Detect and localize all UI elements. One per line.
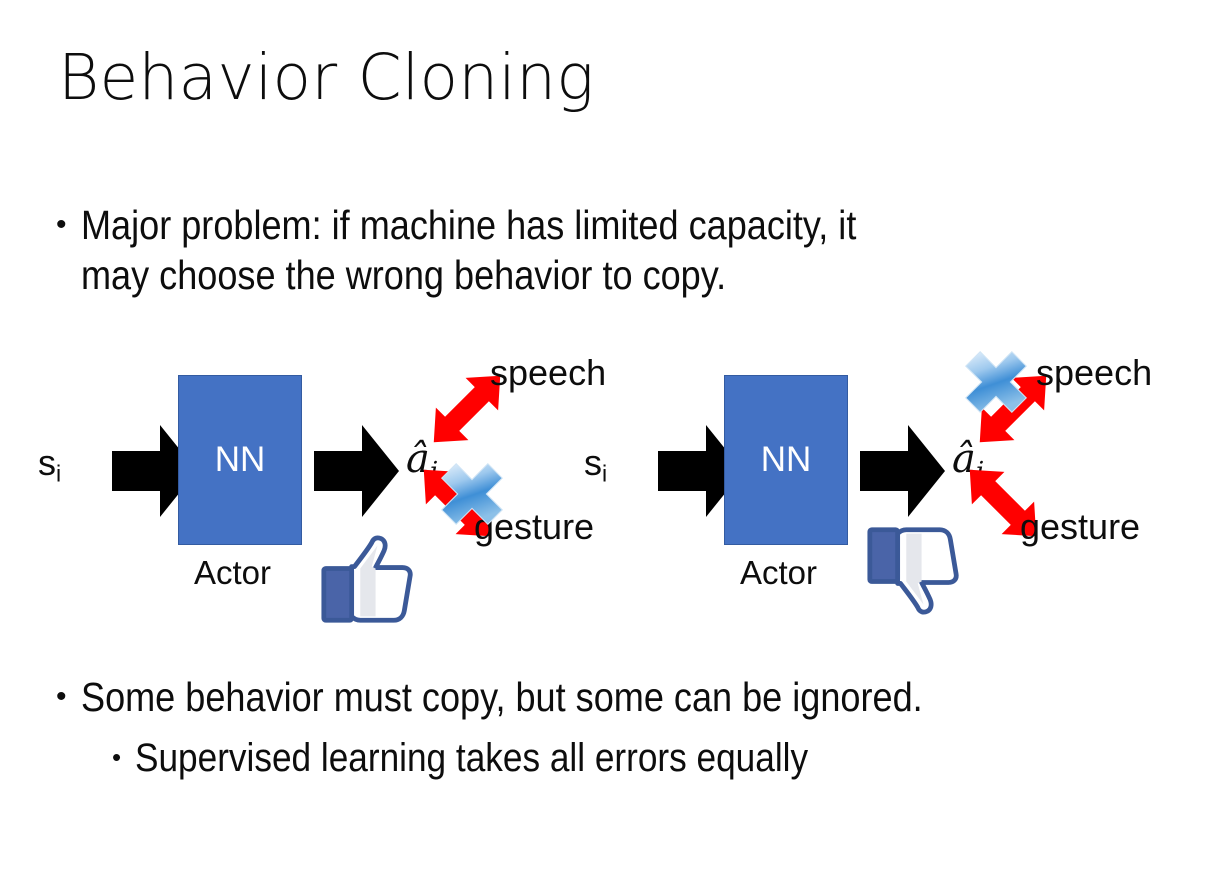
branch-arrow-speech-left-icon: [433, 375, 501, 443]
page-title: Behavior Cloning: [58, 41, 595, 114]
neural-network-label: NN: [760, 440, 812, 479]
branch-arrow-gesture-right-icon: [969, 469, 1037, 537]
neural-network-box-left: NN: [178, 375, 302, 545]
flow-arrow-in-left-icon: [112, 425, 197, 517]
bullet-major-problem: • Major problem: if machine has limited …: [56, 200, 1176, 300]
flow-arrow-in-right-icon: [658, 425, 743, 517]
cross-out-speech-right-icon: [964, 350, 1028, 414]
input-state-label-right: si: [584, 442, 607, 487]
bullet-marker: •: [112, 742, 122, 772]
branch-label-speech-right: speech: [1036, 352, 1153, 393]
actor-caption-left: Actor: [194, 554, 272, 591]
bullet-marker: •: [56, 680, 67, 713]
bullet-text: Supervised learning takes all errors equ…: [135, 736, 809, 780]
bullet-text: Some behavior must copy, but some can be…: [80, 674, 923, 720]
input-state-subscript: i: [602, 460, 608, 487]
bullet-some-behavior: • Some behavior must copy, but some can …: [56, 672, 1176, 722]
input-state-symbol: s: [584, 442, 602, 483]
diagram-right: si NN Actor âi speech: [568, 338, 1152, 638]
thumbs-down-icon: [867, 527, 959, 615]
bullet-supervised-learning: • Supervised learning takes all errors e…: [112, 734, 1172, 783]
neural-network-label: NN: [214, 440, 266, 479]
branch-label-gesture-right: gesture: [1020, 506, 1141, 547]
bullet-marker: •: [56, 208, 67, 241]
neural-network-box-right: NN: [724, 375, 848, 545]
thumbs-up-icon: [321, 535, 413, 623]
cross-out-gesture-left-icon: [440, 462, 504, 526]
flow-arrow-out-right-icon: [860, 425, 945, 517]
input-state-subscript: i: [56, 460, 62, 487]
flow-arrow-out-left-icon: [314, 425, 399, 517]
branch-label-speech-left: speech: [490, 352, 607, 393]
bullet-text: Major problem: if machine has limited ca…: [80, 202, 856, 299]
input-state-symbol: s: [38, 442, 56, 483]
actor-caption-right: Actor: [740, 554, 818, 591]
diagram-left: si NN Actor âi speech: [22, 338, 606, 638]
input-state-label-left: si: [38, 442, 61, 487]
